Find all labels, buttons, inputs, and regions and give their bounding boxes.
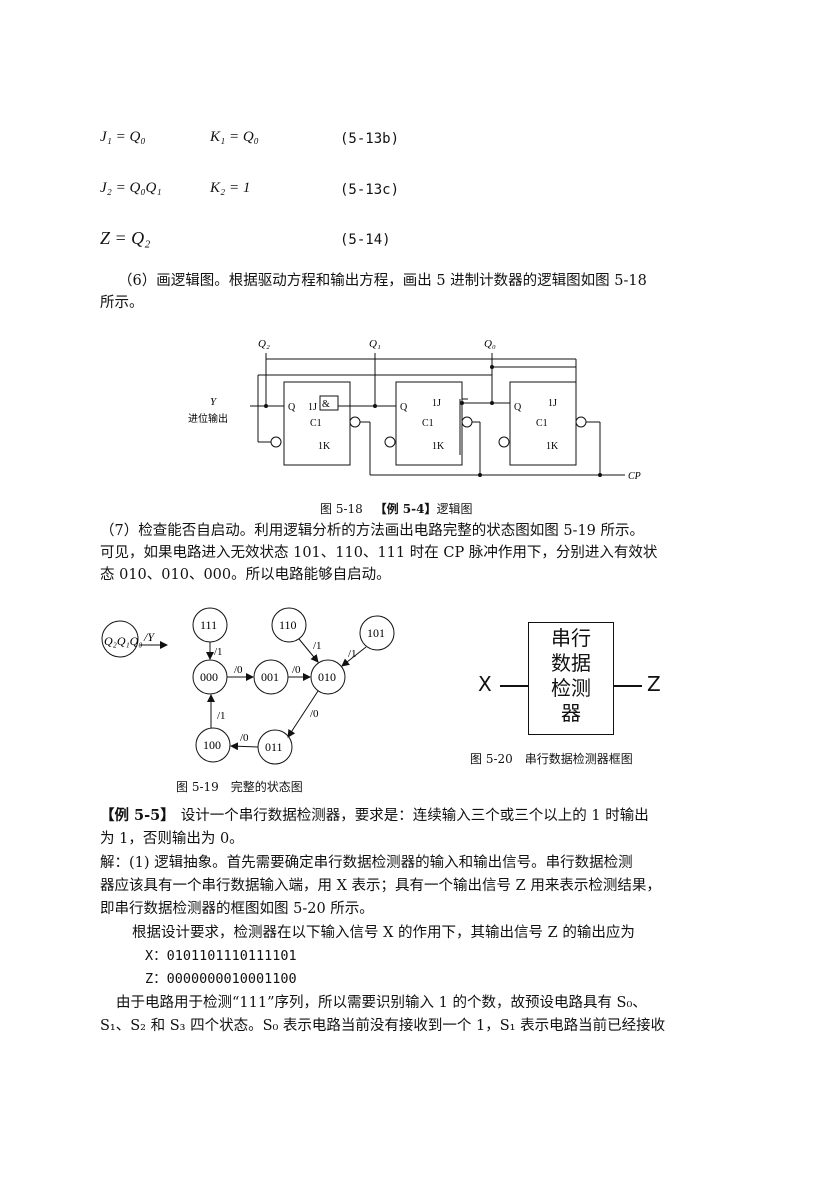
ff2-k-label: 1K (318, 441, 331, 452)
paragraph-line: 为 1，否则输出为 0。 (100, 831, 244, 847)
paragraph-line: 所示。 (100, 295, 144, 311)
edge-label: /1 (313, 640, 322, 652)
paragraph-line: 器应该具有一个串行数据输入端，用 X 表示；具有一个输出信号 Z 用来表示检测结… (100, 878, 661, 894)
ff2-q-label: Q (288, 402, 296, 413)
ff1-j-label: 1J (432, 398, 441, 409)
state-111: 111 (200, 618, 217, 632)
ff1-q-label: Q (400, 402, 408, 413)
paragraph-line: S₁、S₂ 和 S₃ 四个状态。S₀ 表示电路当前没有接收到一个 1，S₁ 表示… (100, 1018, 666, 1034)
detector-box: 串行 数据 检测 器 (528, 622, 614, 735)
caption-suffix: 逻辑图 (436, 502, 473, 516)
ff0-c-label: C1 (536, 418, 548, 429)
legend-output: /Y (143, 630, 155, 644)
z-sequence: Z：0000000010001100 (145, 971, 297, 987)
ff2-c-label: C1 (310, 418, 322, 429)
equation-number: (5-14) (340, 232, 391, 248)
edge-label: /0 (234, 664, 243, 676)
q1-label: Q₁ (369, 338, 381, 350)
caption-prefix: 图 5-18 (320, 502, 363, 516)
figure-caption: 图 5-20 串行数据检测器框图 (470, 752, 633, 766)
and-label: & (322, 399, 330, 410)
ff2-j-label: 1J (308, 402, 317, 413)
equation-k2: K₂ = 1 (210, 180, 251, 196)
paragraph-line: （6）画逻辑图。根据驱动方程和输出方程，画出 5 进制计数器的逻辑图如图 5-1… (118, 273, 647, 289)
equation-number: (5-13b) (340, 131, 400, 147)
state-011: 011 (265, 740, 283, 754)
edge-label: /1 (348, 648, 357, 660)
output-z-label: Z (647, 672, 661, 696)
legend-state: Q₂Q₁Q₀ (104, 634, 143, 648)
cp-label: CP (628, 471, 641, 482)
equation-k1: K₁ = Q₀ (210, 129, 259, 145)
paragraph-line: 即串行数据检测器的框图如图 5-20 所示。 (100, 901, 374, 917)
state-110: 110 (279, 618, 297, 632)
box-line: 器 (561, 701, 581, 725)
state-100: 100 (203, 738, 221, 752)
edge-label: /1 (214, 646, 223, 658)
example-title: 【例 5-5】 (100, 807, 175, 824)
edge-label: /0 (310, 708, 319, 720)
edge-label: /1 (217, 710, 226, 722)
paragraph-line: 解：(1) 逻辑抽象。首先需要确定串行数据检测器的输入和输出信号。串行数据检测 (100, 855, 633, 871)
caption-example: 【例 5-4】 (374, 502, 437, 516)
box-line: 数据 (551, 651, 591, 675)
state-diagram: Q₂Q₁Q₀ /Y 111 110 101 000 001 010 100 01… (101, 607, 395, 765)
figure-caption: 图 5-18 【例 5-4】逻辑图 (320, 500, 472, 517)
edge-label: /0 (292, 664, 301, 676)
paragraph-line: 可见，如果电路进入无效状态 101、110、111 时在 CP 脉冲作用下，分别… (100, 545, 658, 561)
q2-label: Q₂ (258, 338, 270, 350)
ff0-k-label: 1K (546, 441, 559, 452)
equation-j1: J₁ = Q₀ (100, 129, 146, 145)
equation-j2: J₂ = Q₀Q₁ (100, 180, 162, 196)
ff0-q-label: Q (514, 402, 522, 413)
logic-diagram: Q₂ Q₁ Q₀ Y 进位输出 Q 1J & C1 1K Q 1J C1 1K … (188, 338, 641, 482)
figure-caption: 图 5-19 完整的状态图 (176, 780, 303, 794)
box-line: 检测 (551, 676, 591, 700)
example-text: 设计一个串行数据检测器，要求是：连续输入三个或三个以上的 1 时输出 (180, 808, 649, 824)
y-label: Y (210, 396, 218, 408)
carry-label: 进位输出 (188, 412, 228, 425)
box-line: 串行 (551, 626, 591, 650)
state-101: 101 (367, 626, 385, 640)
ff1-k-label: 1K (432, 441, 445, 452)
equation-z: Z = Q₂ (100, 228, 151, 248)
state-001: 001 (261, 670, 279, 684)
edge-label: /0 (240, 732, 249, 744)
q0-label: Q₀ (484, 338, 496, 350)
input-x-label: X (478, 672, 492, 696)
equation-number: (5-13c) (340, 182, 400, 198)
paragraph-line: 根据设计要求，检测器在以下输入信号 X 的作用下，其输出信号 Z 的输出应为 (132, 925, 635, 941)
paragraph-line: 由于电路用于检测“111”序列，所以需要识别输入 1 的个数，故预设电路具有 S… (116, 995, 647, 1011)
input-line (500, 685, 528, 687)
paragraph-line: （7）检查能否自启动。利用逻辑分析的方法画出电路完整的状态图如图 5-19 所示… (100, 523, 645, 539)
ff0-j-label: 1J (548, 398, 557, 409)
state-000: 000 (200, 670, 218, 684)
ff1-c-label: C1 (422, 418, 434, 429)
output-line (614, 685, 642, 687)
x-sequence: X：0101101110111101 (145, 948, 297, 964)
state-010: 010 (318, 670, 336, 684)
example-line: 【例 5-5】设计一个串行数据检测器，要求是：连续输入三个或三个以上的 1 时输… (100, 805, 649, 827)
paragraph-line: 态 010、010、000。所以电路能够自启动。 (100, 567, 391, 583)
